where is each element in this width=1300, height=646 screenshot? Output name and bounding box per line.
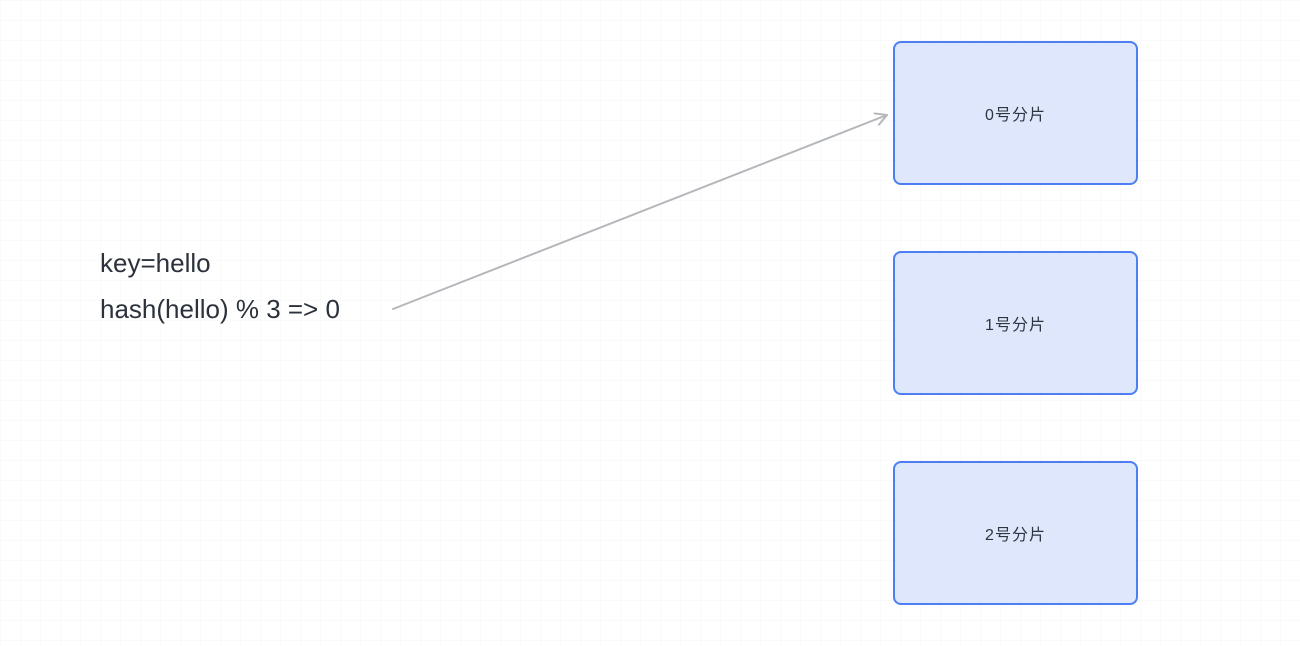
shard-box-1[interactable]: 1号分片 — [893, 251, 1138, 395]
hash-annotation[interactable]: key=hello hash(hello) % 3 => 0 — [100, 240, 340, 332]
annotation-line-hash: hash(hello) % 3 => 0 — [100, 294, 340, 324]
shard-label-2: 2号分片 — [985, 527, 1046, 544]
annotation-line-key: key=hello — [100, 248, 211, 278]
arrow-line — [392, 112, 888, 310]
shard-label-1: 1号分片 — [985, 317, 1046, 334]
shard-label-0: 0号分片 — [985, 107, 1046, 124]
shard-box-0[interactable]: 0号分片 — [893, 41, 1138, 185]
shard-box-2[interactable]: 2号分片 — [893, 461, 1138, 605]
